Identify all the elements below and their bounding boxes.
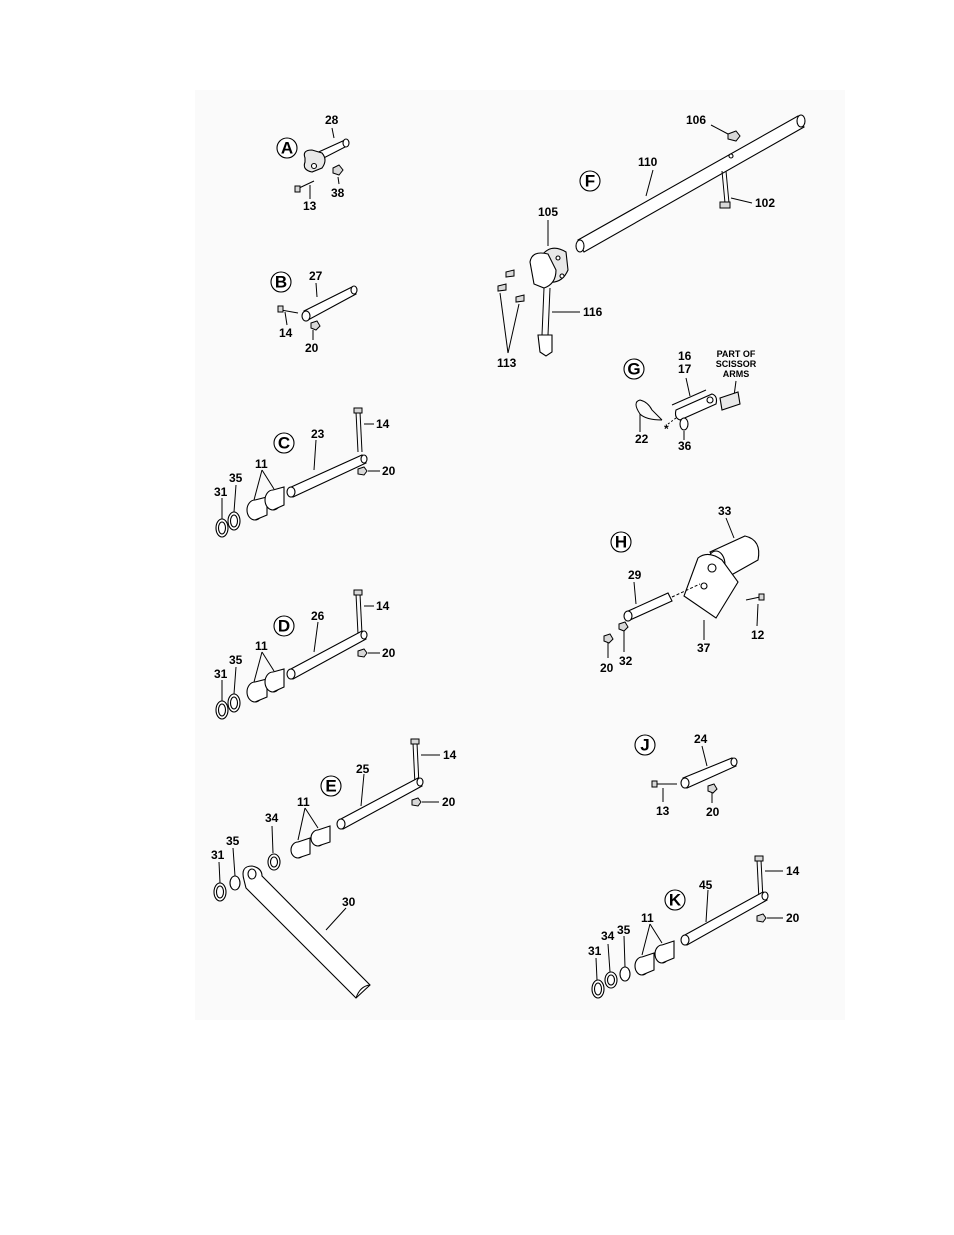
label-c35: 35: [229, 471, 243, 485]
label-13: 13: [303, 199, 317, 213]
label-38: 38: [331, 186, 345, 200]
label-14: 14: [279, 326, 293, 340]
callout-d: D: [278, 617, 290, 636]
pin-23-shape: [289, 455, 366, 497]
pin-25-shape: [339, 778, 422, 829]
label-28: 28: [325, 113, 339, 127]
label-20: 20: [305, 341, 319, 355]
label-h12: 12: [751, 628, 765, 642]
group-j: J 24 13 20: [635, 732, 737, 819]
group-d: D 14 26 20 11 35: [214, 590, 396, 719]
shaft-110-shape: [578, 116, 804, 252]
callout-k: K: [669, 891, 682, 910]
label-e14: 14: [443, 748, 457, 762]
group-b: B 27 14 20: [271, 269, 357, 355]
label-e20: 20: [442, 795, 456, 809]
label-c14: 14: [376, 417, 390, 431]
label-c11: 11: [255, 457, 268, 471]
label-h37: 37: [697, 641, 711, 655]
rod-116-clevis: [538, 335, 552, 356]
pin-27-shape: [304, 287, 356, 320]
pin-26-shape: [289, 631, 366, 679]
label-j13: 13: [656, 804, 670, 818]
label-j24: 24: [694, 732, 708, 746]
label-d31: 31: [214, 667, 228, 681]
group-k: K 14 45 20 11 35: [588, 856, 800, 998]
arm-30-shape: [243, 866, 370, 998]
label-e25: 25: [356, 762, 370, 776]
label-k35: 35: [617, 923, 631, 937]
label-f110: 110: [638, 155, 658, 169]
label-f116: 116: [583, 305, 603, 319]
label-e34: 34: [265, 811, 279, 825]
label-k34: 34: [601, 929, 615, 943]
callout-j: J: [640, 736, 649, 755]
label-j20: 20: [706, 805, 720, 819]
label-h29: 29: [628, 568, 642, 582]
label-e30: 30: [342, 895, 356, 909]
group-e: E 14 25 20 11 34: [211, 739, 457, 998]
label-d26: 26: [311, 609, 325, 623]
note-arms: ARMS: [723, 369, 750, 379]
group-g: G 16 17 PART OF SCISSOR ARMS 36 22 *: [624, 349, 757, 453]
callout-e: E: [325, 777, 336, 796]
label-k14: 14: [786, 864, 800, 878]
label-k11: 11: [641, 911, 654, 925]
label-g17: 17: [678, 362, 692, 376]
note-scissor: SCISSOR: [716, 359, 757, 369]
label-27: 27: [309, 269, 323, 283]
label-e31: 31: [211, 848, 225, 862]
pin-29-shape: [626, 593, 672, 620]
pin-45-shape: [683, 892, 767, 945]
label-e11: 11: [297, 795, 310, 809]
label-h20: 20: [600, 661, 614, 675]
nut-38-shape: [333, 165, 343, 175]
group-c: C 14 23 20 11: [214, 408, 396, 537]
pin-24-shape: [683, 758, 736, 788]
label-f105: 105: [538, 205, 558, 219]
label-c20: 20: [382, 464, 396, 478]
group-h: H 33 37 12 29 32: [600, 504, 765, 675]
label-g36: 36: [678, 439, 692, 453]
label-h32: 32: [619, 654, 633, 668]
label-c23: 23: [311, 427, 325, 441]
callout-g: G: [627, 360, 640, 379]
label-d35: 35: [229, 653, 243, 667]
callout-h: H: [615, 533, 627, 552]
label-d20: 20: [382, 646, 396, 660]
label-k20: 20: [786, 911, 800, 925]
callout-f: F: [585, 172, 595, 191]
callout-a: A: [281, 139, 293, 158]
group-f: F 110 106 102 105: [497, 113, 805, 370]
label-f102: 102: [755, 196, 775, 210]
label-d11: 11: [255, 639, 268, 653]
label-e35: 35: [226, 834, 240, 848]
label-g22: 22: [635, 432, 649, 446]
label-c31: 31: [214, 485, 228, 499]
group-a: A 28 13 38: [277, 113, 349, 213]
label-k31: 31: [588, 944, 602, 958]
label-g16: 16: [678, 349, 692, 363]
label-k45: 45: [699, 878, 713, 892]
note-part-of: PART OF: [717, 349, 756, 359]
callout-c: C: [278, 434, 290, 453]
label-f113: 113: [497, 356, 517, 370]
label-h33: 33: [718, 504, 732, 518]
label-f106: 106: [686, 113, 706, 127]
label-d14: 14: [376, 599, 390, 613]
callout-b: B: [275, 273, 287, 292]
